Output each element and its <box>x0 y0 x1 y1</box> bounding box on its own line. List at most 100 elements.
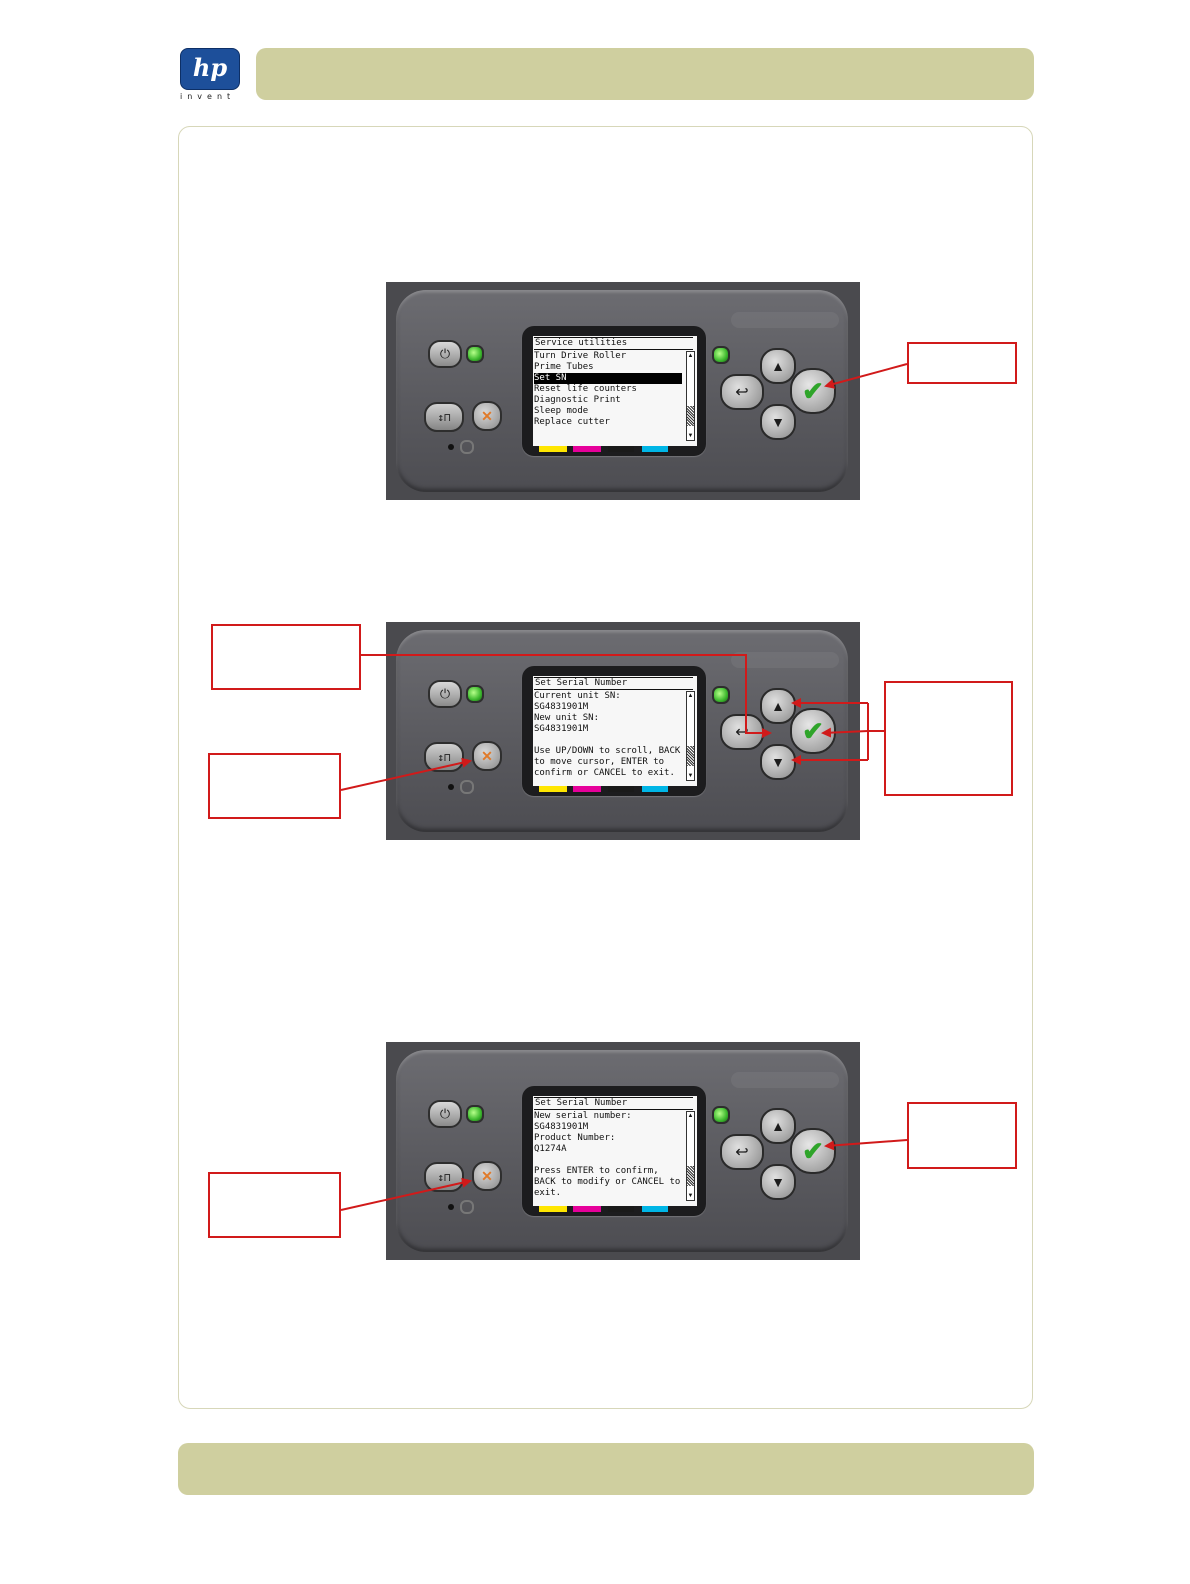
power-button[interactable]: ⏻ <box>428 680 462 708</box>
back-arrow-icon: ↩ <box>735 724 749 741</box>
ready-led <box>712 346 730 364</box>
scroll-thumb <box>687 1166 694 1186</box>
screen-line: Diagnostic Print <box>534 395 621 405</box>
ink-color-bar <box>573 1206 601 1212</box>
back-arrow-icon: ↩ <box>735 384 749 401</box>
panel-ridge <box>731 652 839 668</box>
ink-color-bar <box>608 446 634 452</box>
panel-ridge <box>731 1072 839 1088</box>
hp-logo: hp invent <box>178 48 240 104</box>
up-button[interactable]: ▲ <box>760 1108 796 1144</box>
back-arrow-icon: ↩ <box>735 1144 749 1161</box>
screen-line: confirm or CANCEL to exit. <box>534 768 675 778</box>
scroll-thumb <box>687 406 694 426</box>
screen-line: New serial number: <box>534 1111 632 1121</box>
hp-logo-badge: hp <box>180 48 240 90</box>
screen-title: Set Serial Number <box>534 1097 693 1110</box>
form-feed-icon: ↕⊓ <box>437 750 451 764</box>
ink-color-bar <box>573 786 601 792</box>
screen-scrollbar[interactable]: ▲ ▼ <box>686 351 695 441</box>
power-led <box>466 685 484 703</box>
header-band <box>256 48 1034 100</box>
screen-title: Set Serial Number <box>534 677 693 690</box>
screen-line: Current unit SN: <box>534 691 621 701</box>
callout-enter-3 <box>907 1102 1017 1169</box>
checkmark-icon: ✔ <box>802 375 824 406</box>
scroll-up-icon: ▲ <box>687 1113 694 1119</box>
power-icon: ⏻ <box>439 346 451 361</box>
screen-line: New unit SN: <box>534 713 600 723</box>
form-feed-button[interactable]: ↕⊓ <box>424 1162 464 1192</box>
callout-cancel-3 <box>208 1172 341 1238</box>
form-feed-button[interactable]: ↕⊓ <box>424 742 464 772</box>
status-led-dark <box>448 444 454 450</box>
cancel-icon: ✕ <box>481 407 493 424</box>
down-button[interactable]: ▼ <box>760 1164 796 1200</box>
scroll-down-icon: ▼ <box>687 773 694 779</box>
ink-color-bar <box>642 1206 668 1212</box>
back-button[interactable]: ↩ <box>720 374 764 410</box>
cancel-icon: ✕ <box>481 747 493 764</box>
down-button[interactable]: ▼ <box>760 744 796 780</box>
status-led-dark <box>448 784 454 790</box>
cancel-button[interactable]: ✕ <box>472 1161 502 1191</box>
display-screen: Set Serial Number New serial number: SG4… <box>533 1096 697 1206</box>
ink-color-bar <box>539 446 567 452</box>
ok-button[interactable]: ✔ <box>790 368 836 414</box>
up-button[interactable]: ▲ <box>760 688 796 724</box>
form-feed-button[interactable]: ↕⊓ <box>424 402 464 432</box>
back-button[interactable]: ↩ <box>720 714 764 750</box>
ok-button[interactable]: ✔ <box>790 1128 836 1174</box>
screen-line: SG4831901M <box>534 702 589 712</box>
power-button[interactable]: ⏻ <box>428 1100 462 1128</box>
callout-enter-1 <box>907 342 1017 384</box>
screen-title: Service utilities <box>534 337 693 350</box>
up-arrow-icon: ▲ <box>771 698 785 714</box>
callout-cancel-2 <box>208 753 341 819</box>
ink-color-bar <box>608 1206 634 1212</box>
down-arrow-icon: ▼ <box>771 754 785 770</box>
ink-color-bar <box>539 1206 567 1212</box>
form-feed-icon: ↕⊓ <box>437 410 451 424</box>
checkmark-icon: ✔ <box>802 1135 824 1166</box>
power-button[interactable]: ⏻ <box>428 340 462 368</box>
screen-line: Press ENTER to confirm, <box>534 1166 659 1176</box>
hp-logo-tagline: invent <box>180 92 236 101</box>
up-arrow-icon: ▲ <box>771 358 785 374</box>
screen-line: Reset life counters <box>534 384 637 394</box>
screen-line: Sleep mode <box>534 406 589 416</box>
screen-line[interactable]: Set SN <box>534 373 682 384</box>
back-button[interactable]: ↩ <box>720 1134 764 1170</box>
callout-navigation <box>884 681 1013 796</box>
screen-scrollbar[interactable]: ▲ ▼ <box>686 691 695 781</box>
scroll-up-icon: ▲ <box>687 693 694 699</box>
screen-scrollbar[interactable]: ▲ ▼ <box>686 1111 695 1201</box>
down-button[interactable]: ▼ <box>760 404 796 440</box>
screen-line: SG4831901M <box>534 1122 589 1132</box>
ok-button[interactable]: ✔ <box>790 708 836 754</box>
content-frame <box>178 126 1033 1409</box>
cancel-button[interactable]: ✕ <box>472 401 502 431</box>
power-icon: ⏻ <box>439 686 451 701</box>
power-led <box>466 345 484 363</box>
front-panel-confirm-serial-number: ⏻ ↕⊓ ✕ Set Serial Number New serial numb… <box>386 1042 860 1260</box>
ink-color-bar <box>539 786 567 792</box>
up-arrow-icon: ▲ <box>771 1118 785 1134</box>
scroll-thumb <box>687 746 694 766</box>
down-arrow-icon: ▼ <box>771 414 785 430</box>
down-arrow-icon: ▼ <box>771 1174 785 1190</box>
cancel-button[interactable]: ✕ <box>472 741 502 771</box>
checkmark-icon: ✔ <box>802 715 824 746</box>
status-led-ring <box>460 440 474 454</box>
footer-band <box>178 1443 1034 1495</box>
ready-led <box>712 1106 730 1124</box>
display-screen: Set Serial Number Current unit SN: SG483… <box>533 676 697 786</box>
power-icon: ⏻ <box>439 1106 451 1121</box>
up-button[interactable]: ▲ <box>760 348 796 384</box>
scroll-down-icon: ▼ <box>687 433 694 439</box>
cancel-icon: ✕ <box>481 1167 493 1184</box>
form-feed-icon: ↕⊓ <box>437 1170 451 1184</box>
screen-line: Prime Tubes <box>534 362 594 372</box>
ink-color-bar <box>608 786 634 792</box>
screen-line: SG4831901M <box>534 724 589 734</box>
